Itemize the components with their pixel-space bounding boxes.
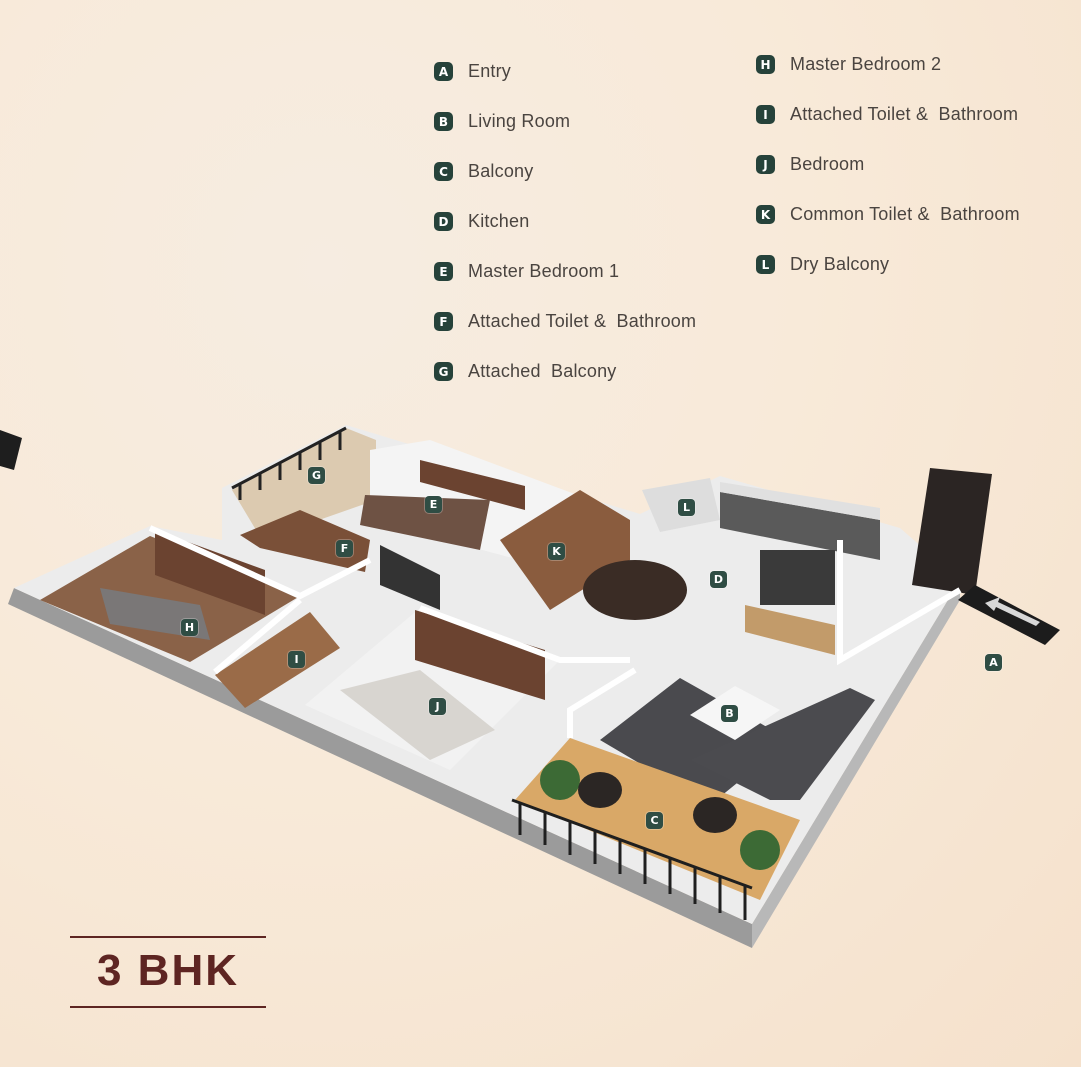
plan-marker-d: D [710, 571, 727, 588]
legend-badge-b: B [434, 112, 453, 131]
sofa [690, 688, 875, 800]
legend-badge-j: J [756, 155, 775, 174]
legend-item-common-bath-k: K Common Toilet & Bathroom [756, 204, 1020, 225]
legend-item-kitchen: D Kitchen [434, 211, 529, 232]
legend-badge-c: C [434, 162, 453, 181]
plan-marker-k: K [548, 543, 565, 560]
plan-marker-f: F [336, 540, 353, 557]
legend-item-bedroom: J Bedroom [756, 154, 864, 175]
entry-arrow-icon [985, 597, 1040, 626]
legend-label: Balcony [468, 161, 534, 181]
legend-item-attached-bath-i: I Attached Toilet & Bathroom [756, 104, 1018, 125]
dining-table [583, 560, 687, 620]
legend-badge-k: K [756, 205, 775, 224]
room-attached-bath-i [215, 612, 340, 708]
legend-badge-e: E [434, 262, 453, 281]
outer-wall-front [8, 588, 752, 948]
legend-label: Bedroom [790, 154, 865, 174]
plan-marker-i: I [288, 651, 305, 668]
legend-item-master-bedroom-1: E Master Bedroom 1 [434, 261, 619, 282]
title-rule-bottom [70, 1006, 266, 1008]
unit-type-label: 3 BHK [96, 946, 240, 995]
legend-badge-f: F [434, 312, 453, 331]
entry-mat [958, 585, 1060, 645]
legend-label: Kitchen [468, 211, 530, 231]
legend-item-attached-bath-f: F Attached Toilet & Bathroom [434, 311, 696, 332]
legend-label: Attached Toilet & Bathroom [468, 311, 697, 331]
plan-marker-e: E [425, 496, 442, 513]
title-rule-top [70, 936, 266, 938]
unit-type-title: 3 BHK [70, 936, 266, 1008]
plan-marker-l: L [678, 499, 695, 516]
legend-label: Entry [468, 61, 512, 81]
legend-item-balcony: C Balcony [434, 161, 533, 182]
legend-label: Common Toilet & Bathroom [790, 204, 1020, 224]
outer-wall-right [752, 580, 960, 948]
legend-label: Master Bedroom 2 [790, 54, 942, 74]
legend-label: Attached Balcony [468, 361, 617, 381]
legend-item-dry-balcony: L Dry Balcony [756, 254, 889, 275]
legend-label: Master Bedroom 1 [468, 261, 620, 281]
plan-marker-h: H [181, 619, 198, 636]
legend-item-attached-balcony: G Attached Balcony [434, 361, 617, 382]
entry-door [912, 468, 992, 595]
plan-marker-b: B [721, 705, 738, 722]
room-master-bedroom-2 [40, 536, 300, 662]
legend-label: Living Room [468, 111, 571, 131]
legend-item-master-bedroom-2: H Master Bedroom 2 [756, 54, 941, 75]
room-attached-balcony-g [232, 428, 376, 540]
plan-marker-a: A [985, 654, 1002, 671]
legend-badge-g: G [434, 362, 453, 381]
legend-badge-h: H [756, 55, 775, 74]
legend-label: Attached Toilet & Bathroom [790, 104, 1019, 124]
legend-badge-i: I [756, 105, 775, 124]
plan-marker-g: G [308, 467, 325, 484]
legend-label: Dry Balcony [790, 254, 890, 274]
legend-badge-a: A [434, 62, 453, 81]
entry-mat-fragment [0, 430, 22, 470]
legend-item-entry: A Entry [434, 61, 511, 82]
legend-item-living-room: B Living Room [434, 111, 570, 132]
plan-marker-j: J [429, 698, 446, 715]
legend-badge-d: D [434, 212, 453, 231]
legend-badge-l: L [756, 255, 775, 274]
plan-marker-c: C [646, 812, 663, 829]
